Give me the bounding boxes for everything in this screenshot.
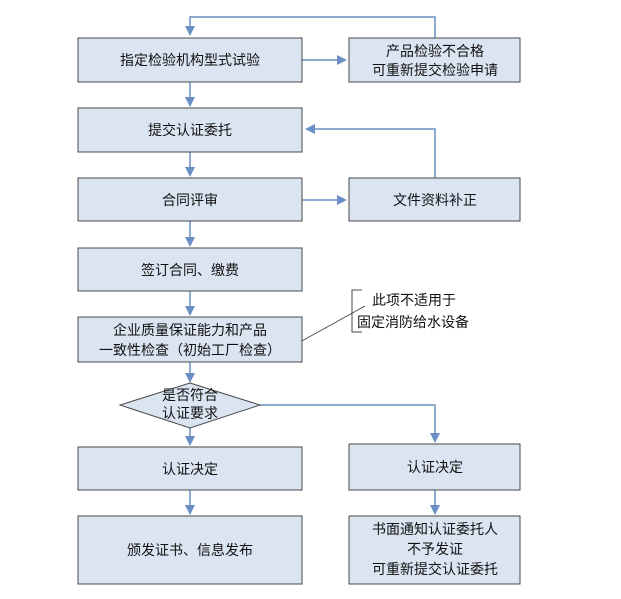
note-line-1: 此项不适用于	[372, 293, 456, 309]
reject-notice-line-1: 书面通知认证委托人	[372, 521, 498, 538]
factory-inspection-label-line-1: 企业质量保证能力和产品	[113, 322, 267, 339]
sign-contract-pay-label: 签订合同、缴费	[141, 262, 239, 279]
decision-label-line-2: 认证要求	[162, 406, 218, 422]
decision-label-line-1: 是否符合	[162, 388, 218, 404]
certification-decision-left-label: 认证决定	[162, 462, 218, 478]
designate-lab-test-label: 指定检验机构型式试验	[120, 53, 260, 69]
box-certification-decision-right	[348, 443, 521, 491]
decision-diamond	[118, 382, 262, 429]
factory-inspection-label-line-2: 一致性检查（初始工厂检查）	[99, 342, 281, 359]
document-correction-label: 文件资料补正	[393, 193, 477, 209]
box-certification-decision-left	[77, 446, 303, 491]
reject-notice-line-2: 不予发证	[407, 542, 463, 558]
box-factory-inspection	[77, 316, 303, 363]
box-issue-certificate	[77, 515, 303, 585]
box-submit-commission	[77, 107, 303, 153]
certification-decision-right-label: 认证决定	[407, 460, 463, 476]
test-failed-label-line-1: 产品检验不合格	[386, 44, 484, 60]
arrow-decision-to-right-result	[260, 404, 440, 443]
test-failed-label-line-2: 可重新提交检验申请	[372, 62, 498, 79]
box-sign-contract-pay	[77, 247, 303, 292]
note-bracket	[351, 289, 362, 333]
box-designate-lab-test	[77, 37, 303, 83]
note-leader-line	[299, 305, 366, 343]
contract-review-label: 合同评审	[162, 193, 218, 209]
note-line-2: 固定消防给水设备	[357, 314, 469, 331]
box-document-correction	[348, 177, 521, 222]
arrow-failed-loop-back	[185, 16, 436, 38]
issue-certificate-label: 颁发证书、信息发布	[127, 542, 253, 559]
box-test-failed	[348, 37, 521, 83]
reject-notice-line-3: 可重新提交认证委托	[372, 561, 498, 578]
box-reject-notice	[348, 515, 521, 585]
box-contract-review	[77, 177, 303, 222]
arrow-correction-to-commission	[305, 124, 436, 178]
submit-commission-label: 提交认证委托	[148, 122, 232, 139]
